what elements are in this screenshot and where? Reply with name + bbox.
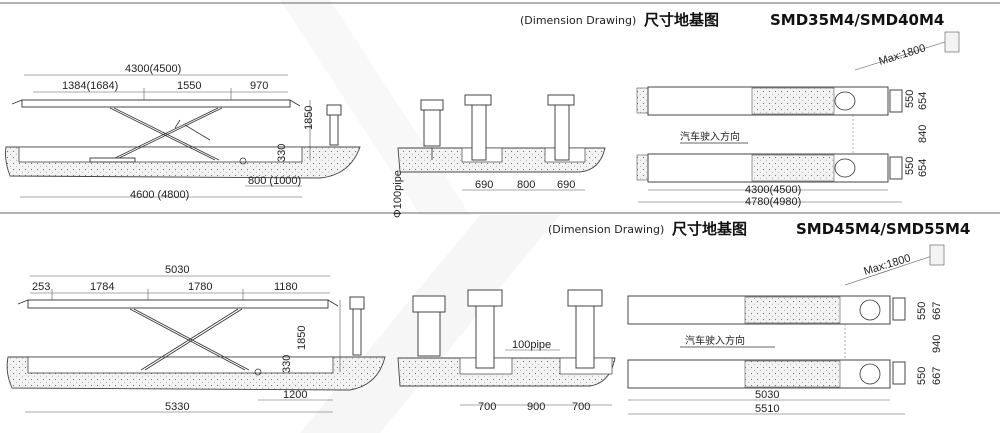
section1-title: (Dimension Drawing) 尺寸地基图 SMD35M4/SMD40M… (520, 11, 944, 29)
plan-view-2: Max:1800 550 667 940 550 667 汽车驶入方向 5030… (627, 244, 945, 415)
dim-seg2: 1780 (188, 281, 212, 293)
dim-offset: 800 (1000) (248, 175, 301, 187)
pipe-label: 100pipe (512, 339, 551, 351)
dim-gap: 940 (931, 335, 943, 353)
title-model: SMD35M4/SMD40M4 (770, 11, 944, 29)
dim-w2: 800 (517, 179, 535, 191)
side-view-2: 5030 253 1784 1780 1180 1850 330 1200 53… (6, 264, 386, 413)
dim-w3: 690 (557, 179, 575, 191)
dim-gap: 840 (917, 125, 929, 143)
dim-b1: 667 (931, 302, 943, 320)
side-view-1: 4300(4500) 1384(1684) 1550 970 1850 330 … (5, 63, 361, 201)
title-cn: 尺寸地基图 (672, 220, 747, 238)
dim-a1: 550 (916, 302, 928, 320)
dim-seg1: 1784 (90, 281, 114, 293)
title-prefix: (Dimension Drawing) (520, 14, 636, 27)
dim-w1: 700 (478, 401, 496, 413)
dim-len2: 5510 (755, 403, 779, 415)
title-cn: 尺寸地基图 (644, 11, 719, 29)
dim-len1: 4300(4500) (745, 184, 801, 196)
dim-a2: 550 (916, 367, 928, 385)
section2-title: (Dimension Drawing) 尺寸地基图 SMD45M4/SMD55M… (548, 220, 970, 238)
dim-height: 1850 (303, 106, 315, 130)
dim-overall: 5030 (165, 264, 189, 276)
dim-seg3: 1180 (274, 281, 298, 293)
dim-a1: 550 (904, 90, 916, 108)
dim-seg3: 970 (250, 80, 268, 92)
max-label: Max:1800 (862, 252, 912, 278)
dim-overall: 4300(4500) (125, 63, 181, 75)
dim-pit-length: 5330 (165, 401, 189, 413)
drive-direction: 汽车驶入方向 (685, 334, 745, 347)
dim-seg2: 1550 (177, 80, 201, 92)
title-prefix: (Dimension Drawing) (548, 223, 664, 236)
dim-b1: 654 (917, 92, 929, 110)
front-view-1: Φ100pipe 690 800 690 (392, 94, 606, 218)
title-model: SMD45M4/SMD55M4 (796, 220, 970, 238)
dim-height: 1850 (296, 326, 308, 350)
dim-b2: 654 (917, 159, 929, 177)
dim-pit-length: 4600 (4800) (130, 189, 189, 201)
dim-b2: 667 (931, 367, 943, 385)
dim-w2: 900 (527, 401, 545, 413)
dim-pit-depth: 330 (281, 355, 293, 373)
dim-seg1: 1384(1684) (62, 80, 118, 92)
plan-view-1: Max:1800 550 654 840 550 654 汽车驶入方向 4300… (636, 31, 960, 208)
pipe-label: Φ100pipe (392, 170, 404, 218)
dim-a2: 550 (904, 157, 916, 175)
dim-len2: 4780(4980) (745, 196, 801, 208)
dim-w1: 690 (475, 179, 493, 191)
dim-offset: 1200 (283, 389, 307, 401)
drive-direction: 汽车驶入方向 (680, 130, 740, 143)
dim-pit-depth: 330 (276, 144, 288, 162)
max-label: Max:1800 (877, 42, 927, 68)
dim-seg0: 253 (32, 281, 50, 293)
dim-w3: 700 (572, 401, 590, 413)
dim-len1: 5030 (755, 389, 779, 401)
front-view-2: 100pipe 700 900 700 (397, 289, 616, 413)
